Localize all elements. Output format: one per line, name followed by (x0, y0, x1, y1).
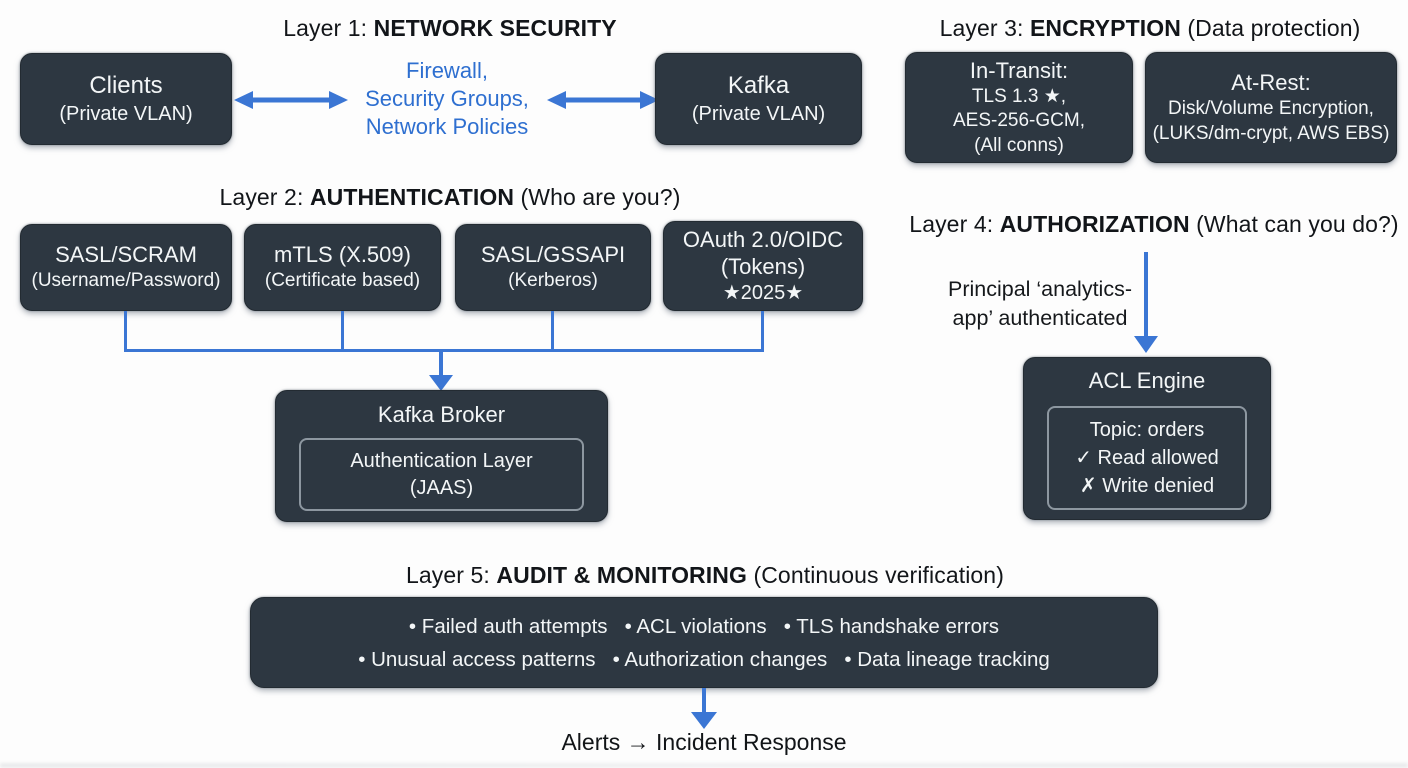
at-rest-title: At-Rest: (1231, 70, 1311, 96)
principal-authenticated-text: Principal ‘analytics- app’ authenticated (915, 275, 1165, 333)
audit-bullets-line1: • Failed auth attempts • ACL violations … (408, 614, 1000, 638)
layer4-title-suffix: (What can you do?) (1189, 211, 1399, 237)
down-arrow-icon (1134, 336, 1158, 353)
network-controls-line1: Firewall, (406, 58, 488, 83)
auth-box-badge: ★2025★ (722, 281, 804, 304)
layer2-title-bold: AUTHENTICATION (309, 184, 515, 210)
audit-bullets-line2: • Unusual access patterns • Authorizatio… (358, 647, 1050, 671)
audit-monitoring-box: • Failed auth attempts • ACL violations … (250, 597, 1158, 688)
acl-topic-line: Topic: orders (1089, 418, 1205, 441)
clients-box: Clients (Private VLAN) (20, 53, 232, 145)
auth-box-title: OAuth 2.0/OIDC (682, 226, 844, 252)
auth-box-mtls: mTLS (X.509) (Certificate based) (244, 224, 441, 311)
principal-line1: Principal ‘analytics- (947, 277, 1132, 301)
auth-box-subtitle: (Tokens) (720, 253, 806, 279)
auth-box-subtitle: (Certificate based) (264, 270, 421, 292)
double-arrow-icon (234, 91, 348, 109)
layer1-title-prefix: Layer 1: (283, 15, 374, 41)
jaas-inner-box: Authentication Layer (JAAS) (299, 438, 584, 511)
auth-box-oauth: OAuth 2.0/OIDC (Tokens) ★2025★ (663, 221, 863, 311)
layer3-title-bold: ENCRYPTION (1029, 15, 1181, 41)
in-transit-line4: (All conns) (974, 134, 1064, 156)
network-controls-line2: Security Groups, (365, 86, 529, 111)
in-transit-line3: AES-256-GCM, (953, 110, 1085, 132)
connector-line (124, 311, 127, 352)
at-rest-line2: Disk/Volume Encryption, (1168, 98, 1374, 120)
auth-box-title: SASL/SCRAM (55, 242, 197, 268)
layer5-arrow-stem (702, 688, 706, 714)
kafka-box-subtitle: (Private VLAN) (691, 102, 826, 125)
jaas-line1: Authentication Layer (350, 450, 533, 473)
kafka-broker-box: Kafka Broker Authentication Layer (JAAS) (275, 390, 608, 522)
in-transit-line2: TLS 1.3 ★, (971, 86, 1067, 108)
kafka-box: Kafka (Private VLAN) (655, 53, 862, 145)
layer4-title-prefix: Layer 4: (909, 211, 1000, 237)
acl-engine-title: ACL Engine (1088, 368, 1206, 394)
layer4-arrow-stem (1144, 252, 1148, 338)
connector-line (551, 311, 554, 352)
layer4-title: Layer 4: AUTHORIZATION (What can you do?… (900, 211, 1408, 238)
connector-line (761, 311, 764, 352)
bottom-artifact-strip (0, 763, 1408, 768)
network-controls-line3: Network Policies (365, 114, 529, 139)
connector-arrow-stem (439, 349, 443, 377)
auth-box-subtitle: (Username/Password) (31, 270, 221, 292)
layer3-title-suffix: (Data protection) (1180, 15, 1361, 41)
layer5-title-bold: AUDIT & MONITORING (496, 562, 747, 588)
auth-box-title: mTLS (X.509) (274, 242, 411, 268)
connector-line (341, 311, 344, 352)
network-controls-text: Firewall, Security Groups, Network Polic… (335, 57, 559, 141)
alerts-incident-response-text: Alerts → Incident Response (561, 729, 847, 755)
auth-box-title: SASL/GSSAPI (480, 242, 626, 268)
connector-bus-line (124, 349, 764, 352)
layer1-title: Layer 1: NETWORK SECURITY (0, 15, 900, 42)
double-arrow-icon (547, 91, 659, 109)
layer2-title-suffix: (Who are you?) (514, 184, 681, 210)
down-arrow-icon (691, 712, 717, 729)
acl-engine-box: ACL Engine Topic: orders ✓ Read allowed … (1023, 357, 1271, 520)
auth-box-gssapi: SASL/GSSAPI (Kerberos) (455, 224, 651, 311)
in-transit-box: In-Transit: TLS 1.3 ★, AES-256-GCM, (All… (905, 52, 1133, 163)
layer5-title-prefix: Layer 5: (406, 562, 497, 588)
acl-read-allowed-line: ✓ Read allowed (1075, 446, 1219, 469)
down-arrow-icon (429, 375, 453, 391)
auth-box-sasl-scram: SASL/SCRAM (Username/Password) (20, 224, 232, 311)
acl-inner-box: Topic: orders ✓ Read allowed ✗ Write den… (1047, 405, 1247, 510)
layer2-title-prefix: Layer 2: (219, 184, 310, 210)
clients-box-title: Clients (89, 71, 163, 99)
layer3-title: Layer 3: ENCRYPTION (Data protection) (900, 15, 1400, 42)
principal-line2: app’ authenticated (952, 306, 1128, 330)
layer5-title-suffix: (Continuous verification) (746, 562, 1004, 588)
layer2-title: Layer 2: AUTHENTICATION (Who are you?) (0, 184, 900, 211)
layer5-title: Layer 5: AUDIT & MONITORING (Continuous … (255, 562, 1155, 589)
clients-box-subtitle: (Private VLAN) (59, 102, 193, 125)
layer4-title-bold: AUTHORIZATION (999, 211, 1190, 237)
kafka-broker-title: Kafka Broker (377, 402, 506, 428)
at-rest-box: At-Rest: Disk/Volume Encryption, (LUKS/d… (1145, 52, 1397, 163)
layer3-title-prefix: Layer 3: (939, 15, 1030, 41)
in-transit-title: In-Transit: (969, 57, 1069, 83)
kafka-box-title: Kafka (727, 71, 790, 99)
auth-box-subtitle: (Kerberos) (508, 270, 598, 292)
jaas-line2: (JAAS) (409, 476, 474, 499)
layer1-title-bold: NETWORK SECURITY (373, 15, 617, 41)
at-rest-line3: (LUKS/dm-crypt, AWS EBS) (1152, 122, 1390, 144)
acl-write-denied-line: ✗ Write denied (1079, 474, 1215, 497)
